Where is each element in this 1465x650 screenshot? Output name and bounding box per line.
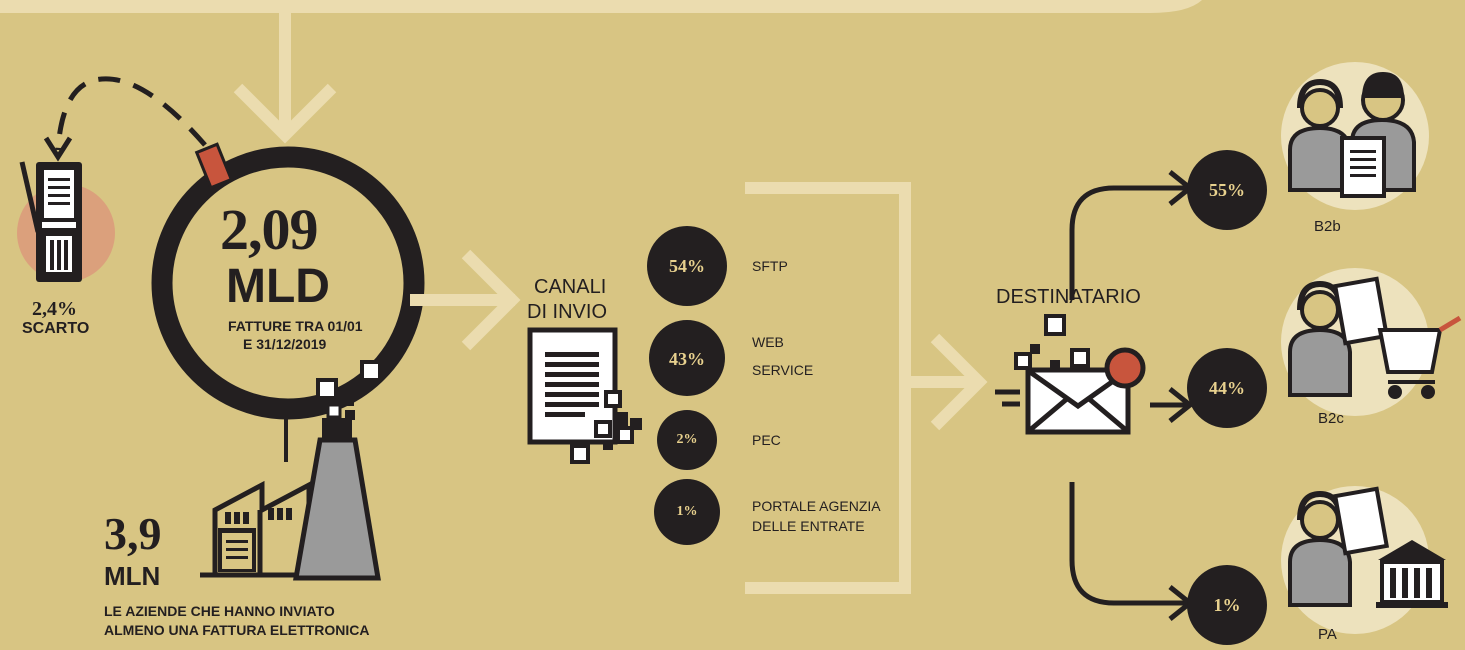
canale-percentuale-pec: 2% [676, 432, 698, 447]
down-arrow [233, 13, 337, 144]
trash-bin-icon [19, 161, 82, 282]
document-icon [527, 327, 642, 464]
chimney-icon [293, 437, 381, 581]
canale-etichetta-web-2: SERVICE [752, 362, 814, 378]
destinatario-etichetta-b2b: B2b [1314, 218, 1341, 235]
envelope-icon [995, 314, 1146, 435]
b2b-people-icon [1288, 72, 1416, 198]
destinatario-percentuale-b2b: 55% [1209, 180, 1245, 200]
destinatario-percentuale-b2c: 44% [1209, 378, 1245, 398]
arrow-to-destinatario [905, 333, 988, 431]
canale-percentuale-portale: 1% [676, 504, 698, 519]
scarto-etichetta: SCARTO [22, 320, 90, 337]
aziende-unita: MLN [104, 561, 161, 591]
canale-etichetta-pec: PEC [752, 432, 781, 448]
canali-titolo-1: CANALI [534, 276, 607, 298]
canale-percentuale-web-service: 43% [669, 349, 705, 369]
b2c-people-icon [1288, 276, 1462, 399]
canali-circles [647, 226, 727, 545]
ring-pixels [316, 360, 382, 420]
totale-descrizione-2: E 31/12/2019 [243, 336, 327, 352]
canali-titolo-2: DI INVIO [527, 301, 608, 323]
top-connector-band [0, 0, 1202, 13]
ring-tab [194, 142, 234, 190]
scarto-percentuale: 2,4% [32, 298, 77, 320]
destinatario-etichetta-pa: PA [1318, 626, 1337, 643]
dashed-reject-arrow [43, 76, 207, 162]
canale-etichetta-portale-2: DELLE ENTRATE [752, 518, 865, 534]
canale-percentuale-sftp: 54% [669, 256, 705, 276]
canale-etichetta-portale-1: PORTALE AGENZIA [752, 498, 881, 514]
destinatario-etichetta-b2c: B2c [1318, 410, 1344, 427]
destinatario-titolo: DESTINATARIO [996, 286, 1141, 308]
aziende-descrizione-2: ALMENO UNA FATTURA ELETTRONICA [104, 622, 370, 638]
totale-descrizione-1: FATTURE TRA 01/01 [228, 318, 363, 334]
totale-unita: MLD [226, 260, 330, 313]
totale-valore: 2,09 [220, 197, 318, 262]
destinatario-percentuale-pa: 1% [1213, 595, 1241, 615]
factory-details [218, 508, 292, 572]
canale-etichetta-sftp: SFTP [752, 258, 788, 274]
canale-etichetta-web-1: WEB [752, 334, 784, 350]
arrow-to-canali [410, 249, 521, 351]
aziende-descrizione-1: LE AZIENDE CHE HANNO INVIATO [104, 603, 335, 619]
destinatario-branches [1069, 170, 1195, 621]
pa-people-icon [1288, 486, 1448, 608]
aziende-valore: 3,9 [104, 508, 162, 559]
destinatario-circles [1187, 150, 1267, 645]
